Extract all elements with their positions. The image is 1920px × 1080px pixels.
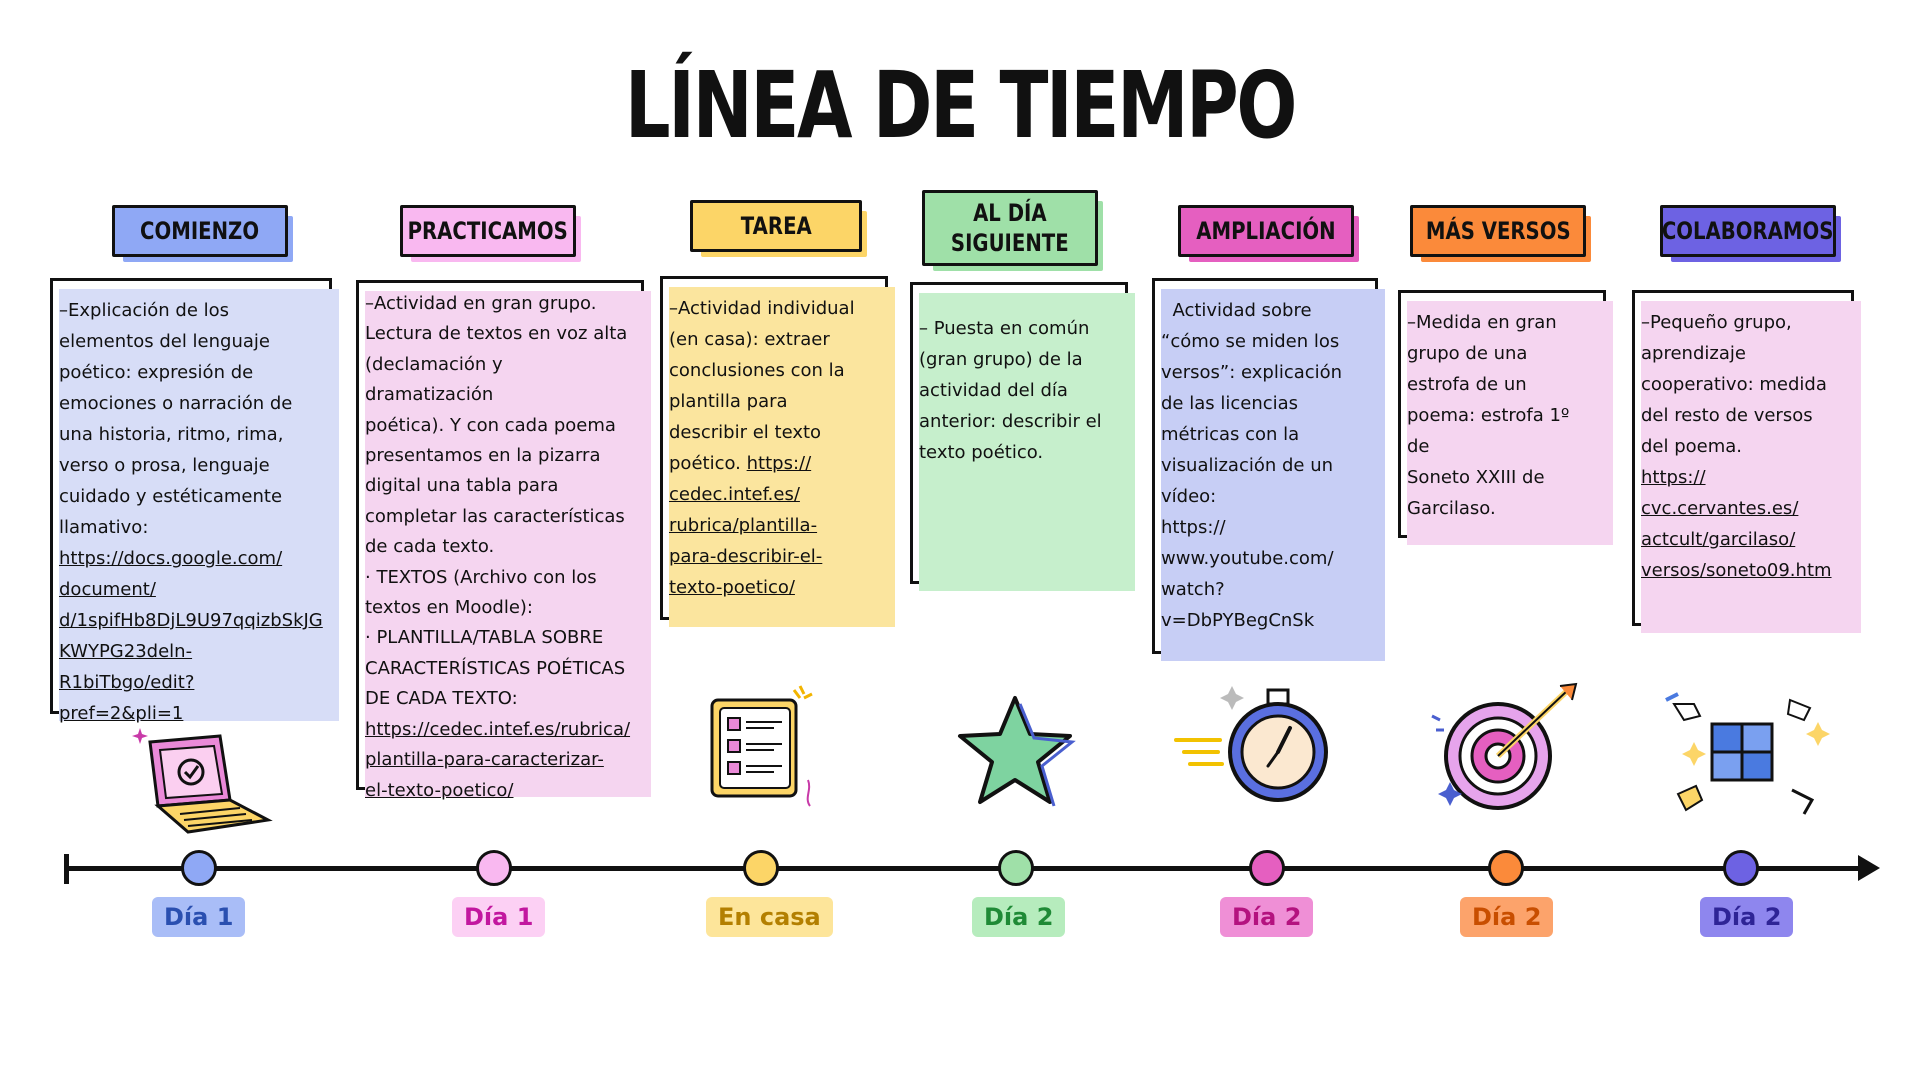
day-badge-tarea: En casa	[706, 897, 833, 937]
tag-mas-versos: MÁS VERSOS	[1410, 205, 1591, 262]
puzzle-icon	[1665, 692, 1830, 815]
day-badge-comienzo: Día 1	[152, 897, 246, 937]
day-badge-colaboramos: Día 2	[1700, 897, 1794, 937]
card-link[interactable]: cedec.intef.es/rubrica/plantilla-para-de…	[669, 484, 823, 598]
timeline-start-tick	[64, 854, 69, 884]
tag-colaboramos: COLABORAMOS	[1660, 205, 1841, 262]
timeline-dot-comienzo	[181, 850, 217, 886]
tag-al-dia-siguiente: AL DÍA SIGUIENTE	[922, 190, 1103, 271]
card-practicamos: –Actividad en gran grupo.Lectura de text…	[356, 280, 651, 801]
tag-tarea: TAREA	[690, 200, 867, 257]
timeline-dot-ampliacion	[1249, 850, 1285, 886]
timeline-dot-mas-versos	[1488, 850, 1524, 886]
target-icon	[1431, 682, 1578, 810]
page-title: LÍNEA DE TIEMPO	[624, 52, 1298, 159]
card-link[interactable]: https://docs.google.com/document/d/1spif…	[59, 548, 323, 724]
tag-label: COLABORAMOS	[1662, 217, 1834, 245]
tag-practicamos: PRACTICAMOS	[400, 205, 581, 262]
day-badge-al-dia-siguiente: Día 2	[972, 897, 1066, 937]
timeline-dot-practicamos	[476, 850, 512, 886]
day-badge-ampliacion: Día 2	[1220, 897, 1314, 937]
card-text: –Actividad en gran grupo.Lectura de text…	[365, 293, 628, 710]
timeline-dot-tarea	[743, 850, 779, 886]
tag-label: MÁS VERSOS	[1425, 217, 1571, 245]
tag-label-line-2: SIGUIENTE	[951, 229, 1069, 257]
tag-ampliacion: AMPLIACIÓN	[1178, 205, 1359, 262]
tag-label: TAREA	[740, 212, 812, 240]
tag-label: PRACTICAMOS	[407, 217, 569, 245]
card-link-inline[interactable]: https://	[746, 453, 812, 474]
card-link[interactable]: https://cvc.cervantes.es/actcult/garcila…	[1641, 467, 1832, 581]
laptop-icon	[132, 728, 273, 834]
star-icon	[958, 696, 1076, 807]
checklist-icon	[710, 685, 813, 807]
timeline-dot-colaboramos	[1723, 850, 1759, 886]
tag-comienzo: COMIENZO	[112, 205, 293, 262]
card-link[interactable]: https://cedec.intef.es/rubrica/plantilla…	[365, 718, 631, 801]
tag-label-line-1: AL DÍA	[973, 199, 1047, 227]
tag-label: AMPLIACIÓN	[1196, 217, 1336, 245]
day-badge-mas-versos: Día 2	[1460, 897, 1554, 937]
stopwatch-icon	[1174, 686, 1328, 802]
timeline-arrow-icon	[1858, 855, 1880, 881]
timeline-dot-al-dia-siguiente	[998, 850, 1034, 886]
day-badge-practicamos: Día 1	[452, 897, 546, 937]
tag-label: COMIENZO	[140, 217, 260, 245]
timeline-axis	[64, 866, 1864, 871]
